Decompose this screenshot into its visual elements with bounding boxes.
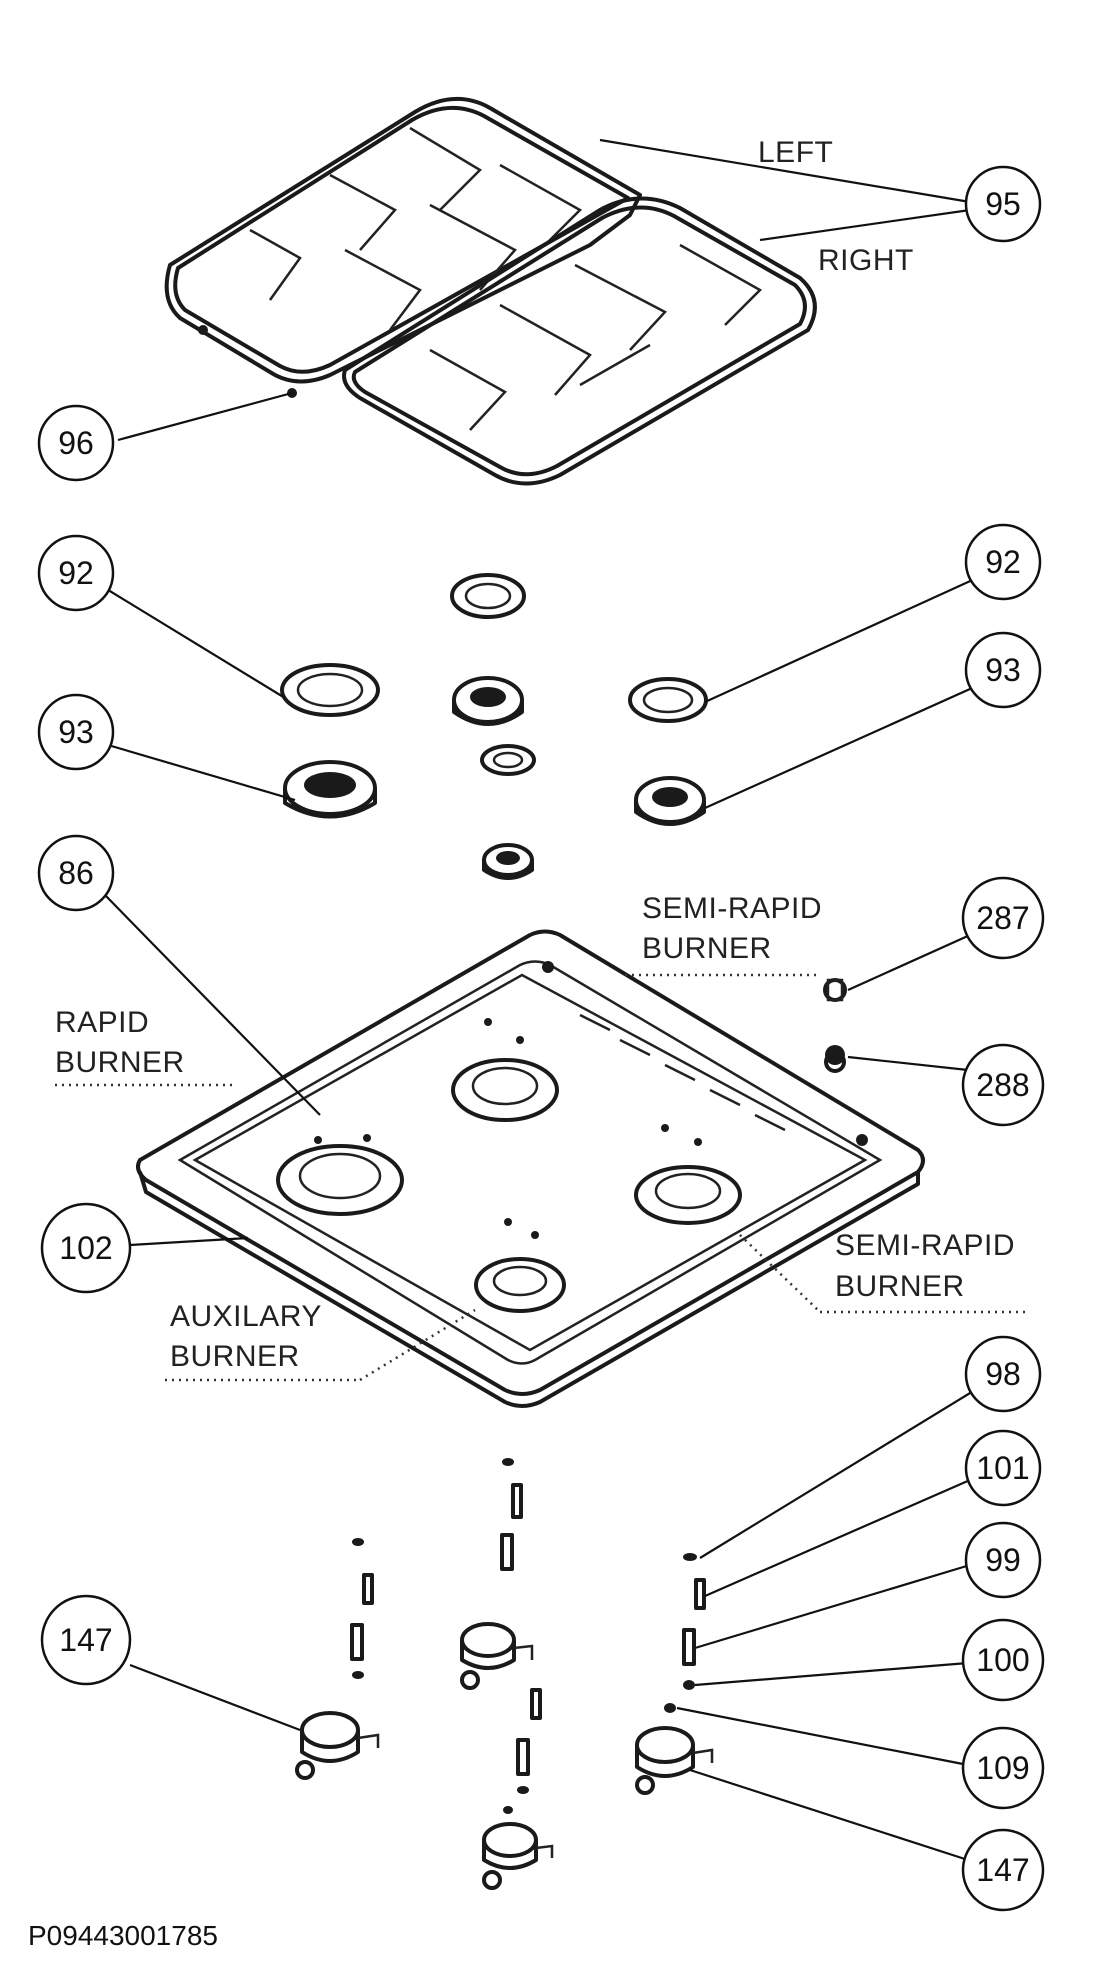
callout-96-text: 96	[58, 425, 94, 461]
callout-93-left-text: 93	[58, 714, 94, 750]
callout-102: 102	[40, 1202, 132, 1294]
callout-99-text: 99	[985, 1542, 1021, 1578]
label-auxilary-line2: BURNER	[170, 1340, 300, 1373]
burner-crowns	[283, 676, 706, 880]
callout-101-text: 101	[976, 1450, 1029, 1486]
callout-86-text: 86	[58, 855, 94, 891]
callout-92-left-text: 92	[58, 555, 94, 591]
callout-95: 95	[964, 165, 1042, 243]
label-right: RIGHT	[818, 244, 914, 277]
hob-top	[136, 929, 925, 1408]
callout-96: 96	[37, 404, 115, 482]
gas-taps	[295, 1458, 714, 1890]
callout-102-text: 102	[59, 1230, 112, 1266]
callout-287-text: 287	[976, 900, 1029, 936]
callout-288-text: 288	[976, 1067, 1029, 1103]
leader-lines	[99, 138, 991, 1862]
callout-93-right: 93	[964, 631, 1042, 709]
callout-147-right-text: 147	[976, 1852, 1029, 1888]
callout-109-text: 109	[976, 1750, 1029, 1786]
callout-287: 287	[961, 876, 1045, 960]
callout-100: 100	[961, 1618, 1045, 1702]
fitting-287	[823, 978, 847, 1002]
callout-100-text: 100	[976, 1642, 1029, 1678]
callout-92-left: 92	[37, 534, 115, 612]
callout-98: 98	[964, 1335, 1042, 1413]
callout-99: 99	[964, 1521, 1042, 1599]
burner-caps	[280, 573, 708, 776]
label-rapid-line1: RAPID	[55, 1006, 149, 1039]
pan-support-right	[342, 196, 817, 486]
label-semi-rapid-top-line1: SEMI-RAPID	[642, 892, 822, 925]
callout-109: 109	[961, 1726, 1045, 1810]
label-semi-rapid-right-line2: BURNER	[835, 1270, 965, 1303]
fitting-288	[824, 1045, 846, 1073]
callout-86: 86	[37, 834, 115, 912]
callout-92-right-text: 92	[985, 544, 1021, 580]
callout-92-right: 92	[964, 523, 1042, 601]
callout-98-text: 98	[985, 1356, 1021, 1392]
callout-147-right: 147	[961, 1828, 1045, 1912]
callout-101: 101	[964, 1429, 1042, 1507]
callout-147-left-text: 147	[59, 1622, 112, 1658]
label-lines	[55, 973, 1025, 1382]
callout-147-left: 147	[40, 1594, 132, 1686]
pan-support-left	[164, 97, 642, 384]
callout-93-right-text: 93	[985, 652, 1021, 688]
callout-93-left: 93	[37, 693, 115, 771]
callout-95-text: 95	[985, 186, 1021, 222]
callout-288: 288	[961, 1043, 1045, 1127]
rubber-foot	[198, 325, 208, 335]
document-id: P09443001785	[28, 1920, 218, 1951]
label-rapid-line2: BURNER	[55, 1046, 185, 1079]
label-left: LEFT	[758, 136, 833, 169]
label-semi-rapid-right-line1: SEMI-RAPID	[835, 1229, 1015, 1262]
label-semi-rapid-top-line2: BURNER	[642, 932, 772, 965]
label-auxilary-line1: AUXILARY	[170, 1300, 322, 1333]
